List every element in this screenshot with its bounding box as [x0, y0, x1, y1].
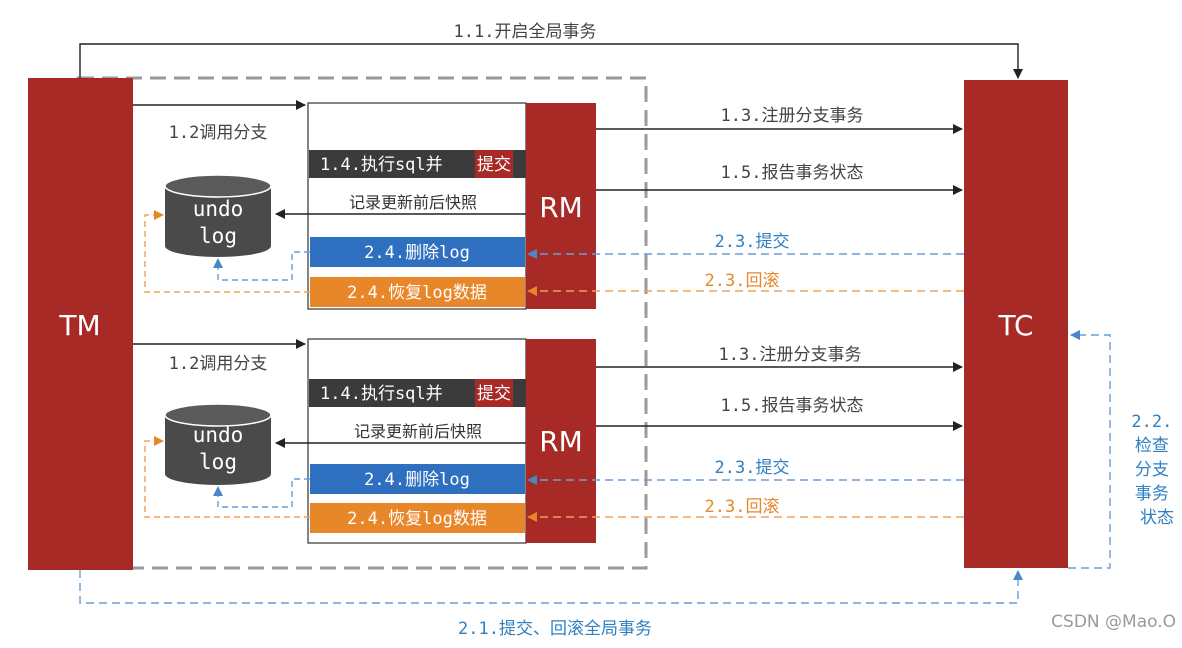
exec-sql-bar-end: [513, 379, 526, 407]
tc-block: [964, 80, 1068, 568]
delete-log-label: 2.4.删除log: [364, 243, 470, 263]
undo-log-text: log: [199, 450, 237, 474]
check-status-line: 2.2.: [1131, 412, 1172, 432]
check-status-label: 2.2. 检查 分支 事务 状态: [1131, 412, 1182, 528]
rm-block: [526, 103, 596, 309]
check-status-line: 事务: [1135, 484, 1169, 504]
begin-global-arrow: [79, 43, 1023, 79]
begin-global-label: 1.1.开启全局事务: [454, 22, 597, 42]
undo-log-db: undo log: [164, 403, 272, 485]
exec-sql-commit-highlight: [475, 379, 513, 407]
check-status-line: 检查: [1135, 436, 1169, 456]
check-status-line: 状态: [1140, 508, 1174, 528]
branch-box: [307, 102, 527, 310]
exec-sql-commit-label: 提交: [477, 384, 511, 404]
undo-log-text: undo: [193, 197, 244, 221]
restore-log-bar: [310, 277, 525, 307]
exec-sql-commit-label: 提交: [477, 155, 511, 175]
delete-log-label: 2.4.删除log: [364, 470, 470, 490]
exec-sql-bar-end: [513, 150, 526, 178]
rollback-label: 2.3.回滚: [705, 271, 780, 291]
rm-label: RM: [539, 425, 583, 458]
restore-log-label: 2.4.恢复log数据: [347, 509, 487, 529]
delete-log-to-db-arrow: [213, 478, 310, 508]
restore-log-to-db-arrow: [144, 436, 310, 518]
exec-sql-label: 1.4.执行sql并: [320, 155, 443, 175]
register-branch-label: 1.3.注册分支事务: [721, 106, 864, 126]
record-snapshot-label: 记录更新前后快照: [349, 193, 477, 212]
report-status-label: 1.5.报告事务状态: [721, 396, 864, 416]
branch-lower: RM 1.2调用分支 1.4.执行sql并 提交 记录更新前后快照 undo l…: [133, 338, 964, 544]
exec-sql-bar: [309, 150, 475, 178]
rollback-label: 2.3.回滚: [705, 497, 780, 517]
check-status-line: 分支: [1135, 460, 1169, 480]
delete-log-to-db-arrow: [213, 251, 310, 281]
restore-log-bar: [310, 503, 525, 533]
restore-log-to-db-arrow: [144, 210, 310, 293]
undo-log-text: undo: [193, 423, 244, 447]
report-status-label: 1.5.报告事务状态: [721, 163, 864, 183]
delete-log-bar: [310, 237, 525, 267]
branch-upper: RM 1.2调用分支 1.4.执行sql并 提交 记录更新前后快照 undo l…: [133, 100, 964, 310]
call-branch-label: 1.2调用分支: [169, 123, 268, 143]
commit-label: 2.3.提交: [715, 458, 790, 478]
global-commit-arrow: [79, 570, 1023, 604]
exec-sql-label: 1.4.执行sql并: [320, 384, 443, 404]
undo-log-db: undo log: [164, 174, 272, 257]
undo-log-text: log: [199, 224, 237, 248]
commit-label: 2.3.提交: [715, 232, 790, 252]
global-commit-label: 2.1.提交、回滚全局事务: [458, 619, 652, 639]
tm-block: [28, 78, 133, 570]
tm-label: TM: [58, 309, 100, 342]
record-snapshot-label: 记录更新前后快照: [354, 422, 482, 441]
call-branch-label: 1.2调用分支: [169, 354, 268, 374]
rm-block: [526, 339, 596, 543]
delete-log-bar: [310, 464, 525, 494]
rm-label: RM: [539, 191, 583, 224]
check-status-arrow: [1068, 330, 1111, 569]
exec-sql-commit-highlight: [475, 150, 513, 178]
restore-log-label: 2.4.恢复log数据: [347, 283, 487, 303]
watermark: CSDN @Mao.O: [1051, 612, 1176, 632]
register-branch-label: 1.3.注册分支事务: [719, 345, 862, 365]
exec-sql-bar: [309, 379, 475, 407]
tc-label: TC: [997, 309, 1033, 342]
